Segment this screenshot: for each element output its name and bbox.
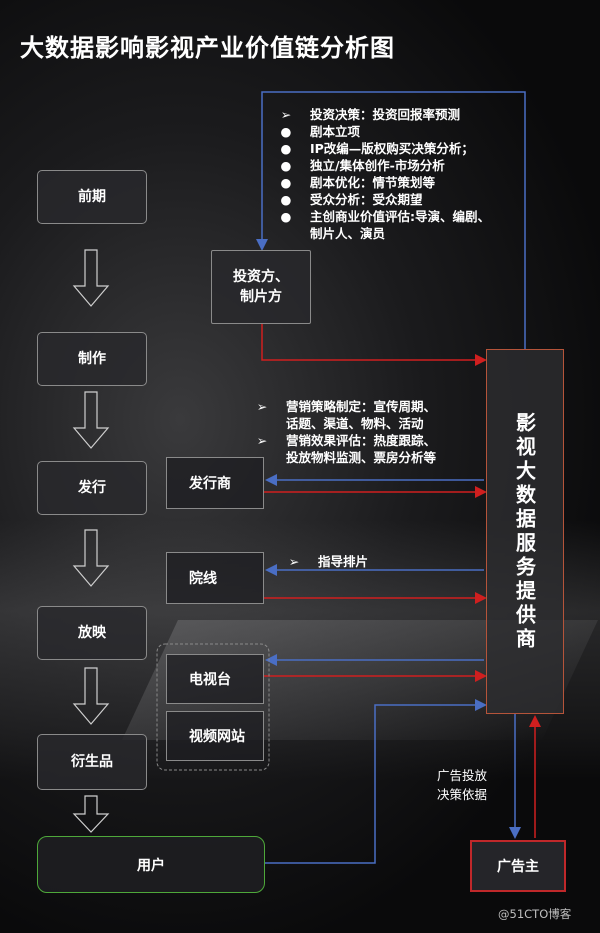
list-item: 制片人、演员: [310, 226, 386, 241]
list-item: 投放物料监测、票房分析等: [286, 450, 437, 465]
video-site-box: 视频网站: [166, 711, 264, 761]
list-item: ●剧本优化：情节策划等: [280, 175, 436, 190]
investment-list: ➢投资决策：投资回报率预测 ●剧本立项 ●IP改编—版权购买决策分析； ●独立/…: [278, 106, 490, 242]
ad-decision-note: 广告投放 决策依据: [437, 768, 488, 802]
down-arrow-3: [72, 529, 110, 587]
list-item: ●主创商业价值评估:导演、编剧、: [280, 209, 490, 224]
tv-box: 电视台: [166, 654, 264, 704]
list-item: ●受众分析：受众期望: [280, 192, 423, 207]
distributor-box: 发行商: [166, 457, 264, 509]
investor-box: 投资方、 制片方: [211, 250, 311, 324]
list-item: ➢指导排片: [288, 554, 369, 569]
list-item: 话题、渠道、物料、活动: [286, 416, 424, 431]
provider-label: 影视大数据服务提供商: [512, 411, 537, 652]
list-item: ●IP改编—版权购买决策分析；: [280, 141, 474, 156]
list-item: ➢营销策略制定：宣传周期、: [256, 399, 437, 414]
stage-distribution: 发行: [37, 461, 147, 515]
watermark: @51CTO博客: [498, 907, 572, 921]
down-arrow-5: [72, 795, 110, 833]
stage-derivatives: 衍生品: [37, 734, 147, 790]
down-arrow-2: [72, 391, 110, 449]
page-title: 大数据影响影视产业价值链分析图: [20, 34, 395, 62]
list-item: ➢投资决策：投资回报率预测: [280, 107, 461, 122]
tv-video-group: [156, 643, 270, 771]
list-item: ●独立/集体创作-市场分析: [280, 158, 445, 173]
schedule-note: ➢指导排片: [286, 553, 368, 570]
list-item: ●剧本立项: [280, 124, 361, 139]
arrow-investor-to-provider: [261, 324, 487, 366]
data-service-provider-box: 影视大数据服务提供商: [486, 349, 564, 714]
list-item: ➢营销效果评估：热度跟踪、: [256, 433, 437, 448]
stage-preproduction: 前期: [37, 170, 147, 224]
user-box: 用户: [37, 836, 265, 893]
marketing-list: ➢营销策略制定：宣传周期、 话题、渠道、物料、活动 ➢营销效果评估：热度跟踪、 …: [254, 398, 436, 466]
stage-production: 制作: [37, 332, 147, 386]
cinema-box: 院线: [166, 552, 264, 604]
arrow-user-to-provider: [265, 699, 487, 864]
arrow-provider-to-investor: [256, 91, 526, 349]
stage-arrows: [72, 249, 110, 833]
down-arrow-1: [72, 249, 110, 307]
stage-screening: 放映: [37, 606, 147, 660]
advertiser-box: 广告主: [470, 840, 566, 892]
down-arrow-4: [72, 667, 110, 725]
